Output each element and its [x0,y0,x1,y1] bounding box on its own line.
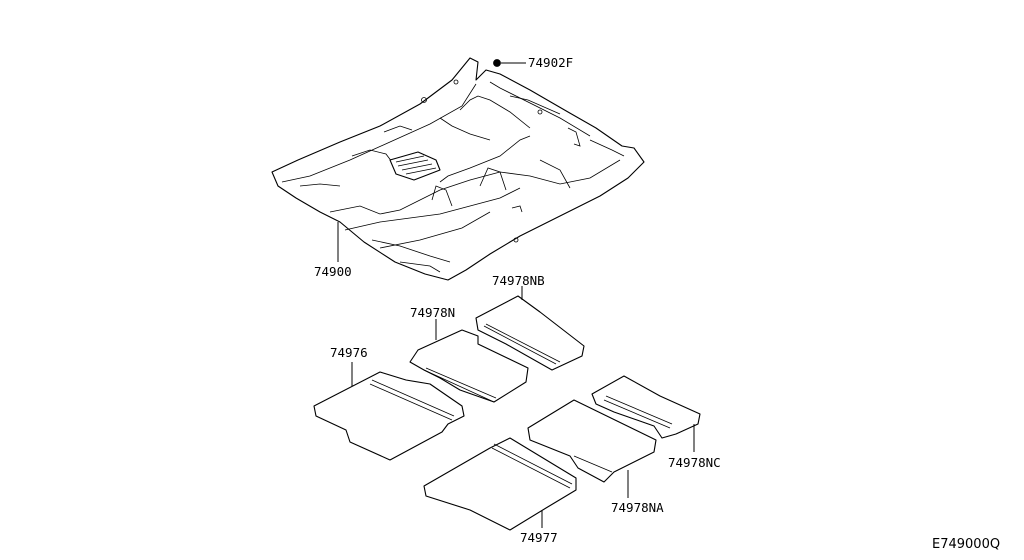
callout-74977: 74977 [520,530,558,545]
mat-74978NB: 74978NB [475,273,585,371]
callout-74978NB: 74978NB [492,273,545,288]
callout-74978NC: 74978NC [668,455,721,470]
mat-74976: 74976 [313,345,465,461]
callout-74900: 74900 [314,264,352,279]
callout-74902F: 74902F [528,55,573,70]
clip-part: 74902F [493,55,573,70]
diagram-reference-code: E749000Q [932,537,1000,552]
mat-74978N: 74978N [409,305,529,403]
mat-74978NC: 74978NC [591,375,721,470]
heel-pad [389,151,441,181]
callout-74978NA: 74978NA [611,500,664,515]
callout-group-74900: 74900 [314,222,352,279]
mat-74977: 74977 [423,437,577,545]
floor-carpet-part [271,57,645,281]
callout-74976: 74976 [330,345,368,360]
mat-74978NA: 74978NA [527,399,664,515]
callout-74978N: 74978N [410,305,455,320]
